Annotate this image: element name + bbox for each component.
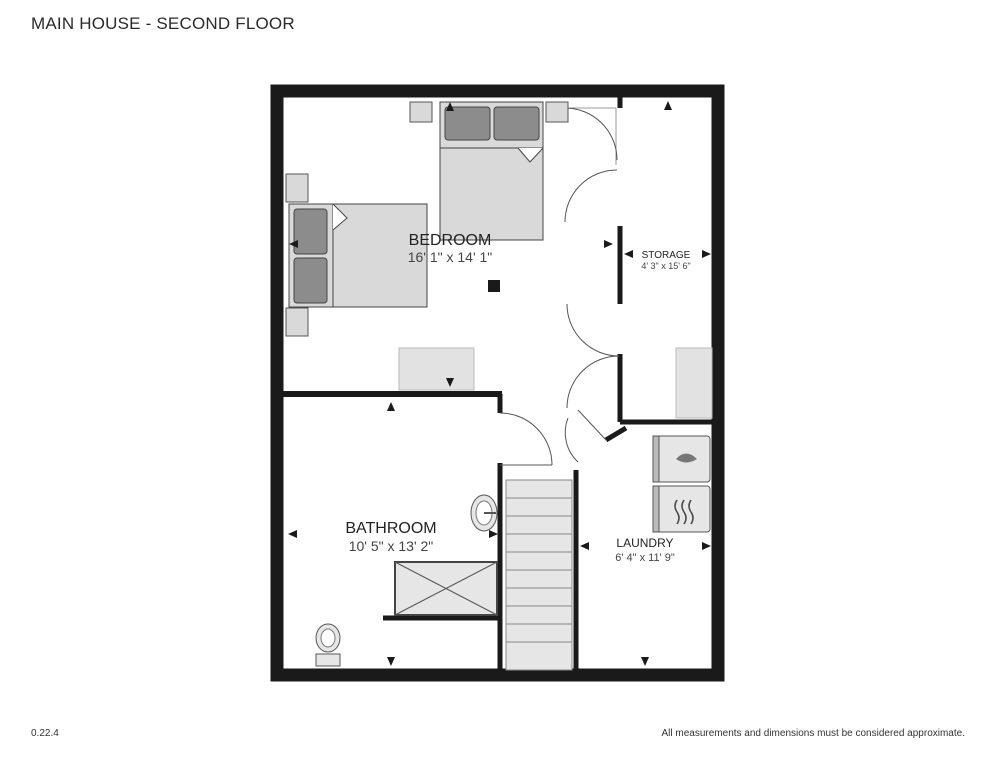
bed-top	[409, 101, 569, 241]
outer-wall	[270, 84, 725, 682]
washer	[652, 435, 711, 483]
interior-walls	[283, 97, 712, 670]
toilet	[315, 623, 341, 667]
storage-dimensions: 4' 3" x 15' 6"	[641, 261, 690, 271]
bathroom-dimensions: 10' 5" x 13' 2"	[349, 538, 434, 554]
bedroom-dimensions: 16' 1" x 14' 1"	[408, 249, 493, 265]
shower	[394, 561, 498, 616]
storage-label: STORAGE	[642, 250, 691, 261]
laundry-dimensions: 6' 4" x 11' 9"	[615, 552, 675, 564]
storage-cabinet	[675, 347, 713, 419]
disclaimer-text: All measurements and dimensions must be …	[661, 728, 966, 739]
bed-left	[285, 173, 428, 337]
bathroom-label: BATHROOM	[345, 520, 436, 537]
door-swings	[499, 107, 620, 466]
version-label: 0.22.4	[31, 728, 59, 739]
laundry-label: LAUNDRY	[616, 536, 673, 550]
dryer	[652, 485, 711, 533]
dimension-arrows	[288, 101, 711, 666]
column	[488, 280, 500, 292]
page-title: MAIN HOUSE - SECOND FLOOR	[31, 14, 295, 33]
sink	[470, 494, 498, 532]
bedroom-label: BEDROOM	[409, 232, 492, 249]
staircase	[505, 479, 573, 671]
bedroom-cabinet	[398, 347, 475, 391]
